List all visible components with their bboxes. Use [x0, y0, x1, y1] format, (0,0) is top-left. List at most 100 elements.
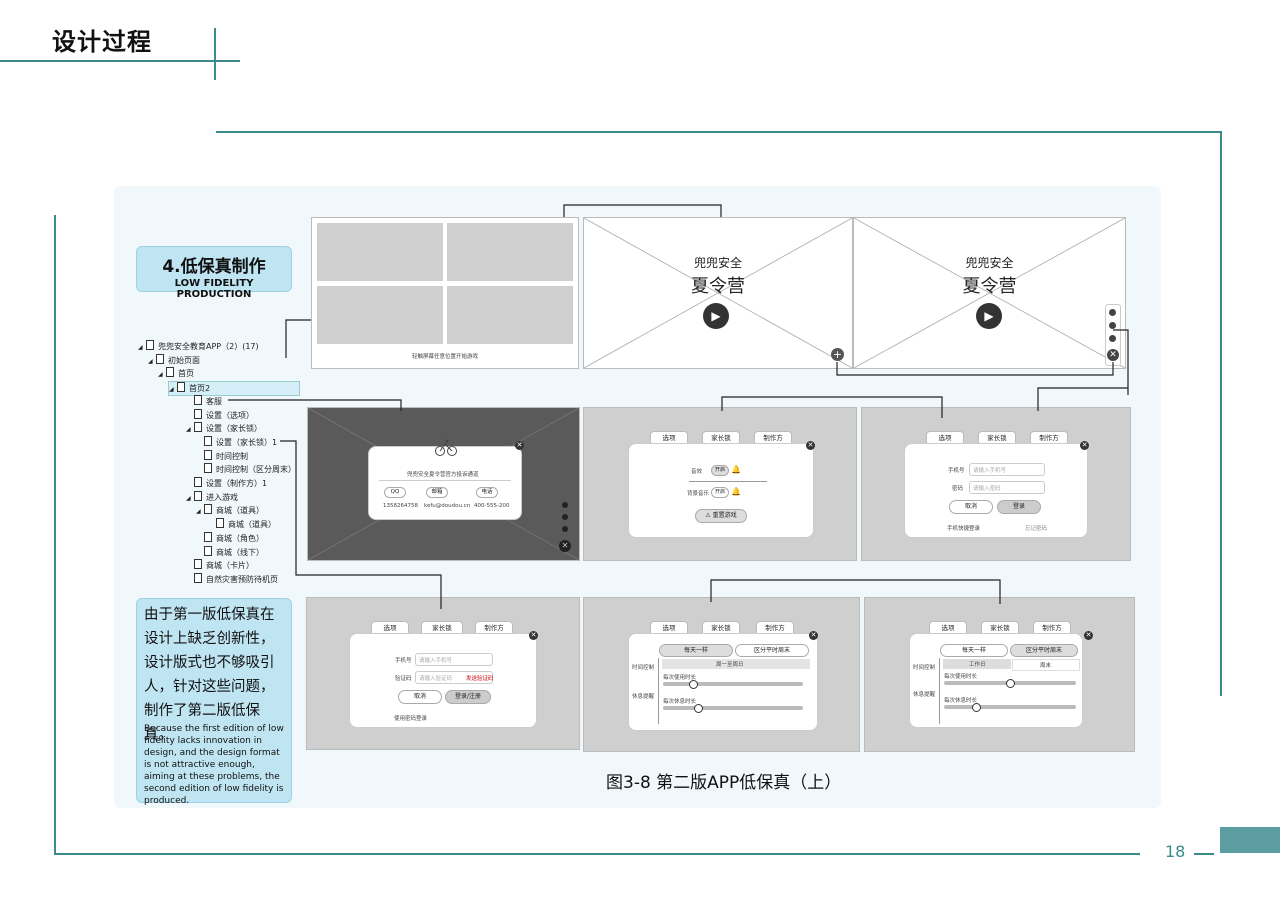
- tab-maker[interactable]: 制作方: [475, 621, 513, 634]
- login-button[interactable]: 登录: [997, 500, 1041, 514]
- tree-item[interactable]: ◢进入游戏: [186, 490, 238, 504]
- tree-item[interactable]: ◢商城（道具）: [196, 504, 264, 517]
- bike-icon: [435, 439, 457, 457]
- tab-options[interactable]: 选项: [929, 621, 967, 634]
- tree-item[interactable]: 设置（选项）: [186, 408, 254, 422]
- login-register-button[interactable]: 登录/注册: [445, 690, 491, 704]
- close-icon[interactable]: ✕: [809, 631, 818, 640]
- expand-triangle-icon[interactable]: ◢: [148, 357, 153, 365]
- side-time-control[interactable]: 时间控制: [913, 665, 936, 671]
- help-icon[interactable]: [1109, 335, 1116, 342]
- forgot-password-link[interactable]: 忘记密码: [1025, 526, 1048, 532]
- tab-options[interactable]: 选项: [650, 431, 688, 444]
- usage-slider-handle[interactable]: [1006, 679, 1015, 688]
- screen-parent-lock: 选项 家长锁 制作方 手机号 请输入手机号 密码 请输入密码 取消 登录 手机快…: [861, 407, 1131, 561]
- tab-options[interactable]: 选项: [650, 621, 688, 634]
- code-input[interactable]: 请输入验证码发送验证码: [415, 671, 494, 684]
- tab-workday[interactable]: 工作日: [943, 659, 1011, 669]
- tree-item[interactable]: ◢首页: [158, 367, 194, 380]
- option-weekday-weekend[interactable]: 区分平时周末: [735, 644, 809, 657]
- tree-item[interactable]: 商城（道具）: [208, 518, 276, 531]
- expand-triangle-icon[interactable]: ◢: [196, 508, 201, 516]
- expand-triangle-icon[interactable]: ◢: [186, 494, 191, 502]
- expand-triangle-icon[interactable]: ◢: [186, 426, 191, 434]
- tab-parent-lock[interactable]: 家长锁: [702, 621, 740, 634]
- tab-weekend[interactable]: 周末: [1012, 659, 1080, 671]
- side-rest-reminder[interactable]: 休息提醒: [913, 692, 936, 698]
- close-icon[interactable]: ✕: [1080, 441, 1089, 450]
- phone-input[interactable]: 请输入手机号: [969, 463, 1045, 476]
- gear-icon[interactable]: [1109, 322, 1116, 329]
- side-rest-reminder[interactable]: 休息提醒: [632, 694, 655, 700]
- rest-slider[interactable]: [944, 705, 1076, 709]
- tree-item[interactable]: ◢兜兜安全教育APP（2）(17): [138, 340, 259, 353]
- password-input[interactable]: 请输入密码: [969, 481, 1045, 494]
- tree-item-label: 时间控制: [216, 451, 248, 461]
- gear-icon[interactable]: [562, 514, 568, 520]
- tab-parent-lock[interactable]: 家长锁: [421, 621, 463, 634]
- sound-toggle[interactable]: 开启: [711, 465, 729, 476]
- expand-triangle-icon[interactable]: ◢: [158, 371, 163, 379]
- plus-icon[interactable]: +: [831, 348, 844, 361]
- tree-item[interactable]: ◢初始页面: [148, 353, 200, 367]
- option-weekday-weekend[interactable]: 区分平时周末: [1010, 644, 1078, 657]
- tree-item[interactable]: 时间控制: [196, 449, 248, 463]
- tab-maker[interactable]: 制作方: [1030, 431, 1068, 444]
- screen-time-control-weekend: 选项 家长锁 制作方 每天一样 区分平时周末 时间控制 休息提醒 工作日 周末 …: [864, 597, 1135, 752]
- tree-item[interactable]: 商城（卡片）: [186, 559, 254, 572]
- tree-item[interactable]: 商城（角色）: [196, 531, 264, 545]
- tab-maker[interactable]: 制作方: [754, 431, 792, 444]
- chat-icon[interactable]: [1109, 309, 1116, 316]
- tree-item[interactable]: 时间控制（区分周末）: [196, 463, 296, 476]
- phone-input[interactable]: 请输入手机号: [415, 653, 493, 666]
- close-icon[interactable]: ✕: [515, 441, 524, 450]
- rest-slider-handle[interactable]: [694, 704, 703, 713]
- tree-item[interactable]: ◢设置（家长锁）: [186, 422, 262, 435]
- service-modal: 兜兜安全夏令营官方投诉通道 QQ 邮箱 电话 1358264758 kefu@d…: [368, 439, 522, 520]
- service-heading: 兜兜安全夏令营官方投诉通道: [407, 472, 479, 478]
- option-same-daily[interactable]: 每天一样: [659, 644, 733, 657]
- close-icon[interactable]: ✕: [1107, 349, 1119, 361]
- rest-slider-handle[interactable]: [972, 703, 981, 712]
- send-code-link[interactable]: 发送验证码: [466, 676, 494, 682]
- quick-login-link[interactable]: 手机快捷登录: [947, 526, 981, 532]
- tree-item[interactable]: 设置（制作方）1: [186, 477, 267, 490]
- help-icon[interactable]: [562, 526, 568, 532]
- tree-item[interactable]: 商城（线下）: [196, 545, 264, 559]
- tree-item[interactable]: 自然灾害预防待机页: [186, 572, 278, 586]
- qq-label: QQ: [384, 487, 406, 498]
- expand-triangle-icon[interactable]: ◢: [138, 344, 143, 351]
- play-icon[interactable]: ▶: [703, 303, 729, 329]
- reset-button[interactable]: ⚠ 重置游戏: [695, 509, 747, 523]
- mail-label: 邮箱: [426, 487, 448, 498]
- rest-slider[interactable]: [663, 706, 803, 710]
- tree-item[interactable]: 客服: [186, 394, 222, 408]
- tree-item[interactable]: ◢首页2: [168, 381, 300, 397]
- music-toggle[interactable]: 开启: [711, 487, 729, 498]
- tab-parent-lock[interactable]: 家长锁: [702, 431, 740, 444]
- tab-maker[interactable]: 制作方: [1033, 621, 1071, 634]
- tab-maker[interactable]: 制作方: [756, 621, 794, 634]
- close-icon[interactable]: ✕: [1084, 631, 1093, 640]
- close-icon[interactable]: ✕: [529, 631, 538, 640]
- weekend-label: 周末: [1040, 663, 1052, 669]
- screen-register: 选项 家长锁 制作方 手机号 请输入手机号 验证码 请输入验证码发送验证码 取消…: [306, 597, 580, 750]
- close-icon[interactable]: ✕: [559, 540, 571, 552]
- usage-slider[interactable]: [663, 682, 803, 686]
- tab-parent-lock[interactable]: 家长锁: [981, 621, 1019, 634]
- side-time-control[interactable]: 时间控制: [632, 665, 655, 671]
- tab-options[interactable]: 选项: [926, 431, 964, 444]
- cancel-button[interactable]: 取消: [949, 500, 993, 514]
- cancel-button[interactable]: 取消: [398, 690, 442, 704]
- tree-item[interactable]: 设置（家长锁）1: [196, 435, 277, 449]
- close-icon[interactable]: ✕: [806, 441, 815, 450]
- tab-options[interactable]: 选项: [371, 621, 409, 634]
- play-icon[interactable]: ▶: [976, 303, 1002, 329]
- usage-slider-handle[interactable]: [689, 680, 698, 689]
- chat-icon[interactable]: [562, 502, 568, 508]
- option-same-daily[interactable]: 每天一样: [940, 644, 1008, 657]
- password-login-link[interactable]: 使用密码登录: [394, 716, 428, 722]
- rest-label: 每次休息时长: [663, 699, 697, 705]
- tab-parent-lock[interactable]: 家长锁: [978, 431, 1016, 444]
- expand-triangle-icon[interactable]: ◢: [169, 386, 174, 394]
